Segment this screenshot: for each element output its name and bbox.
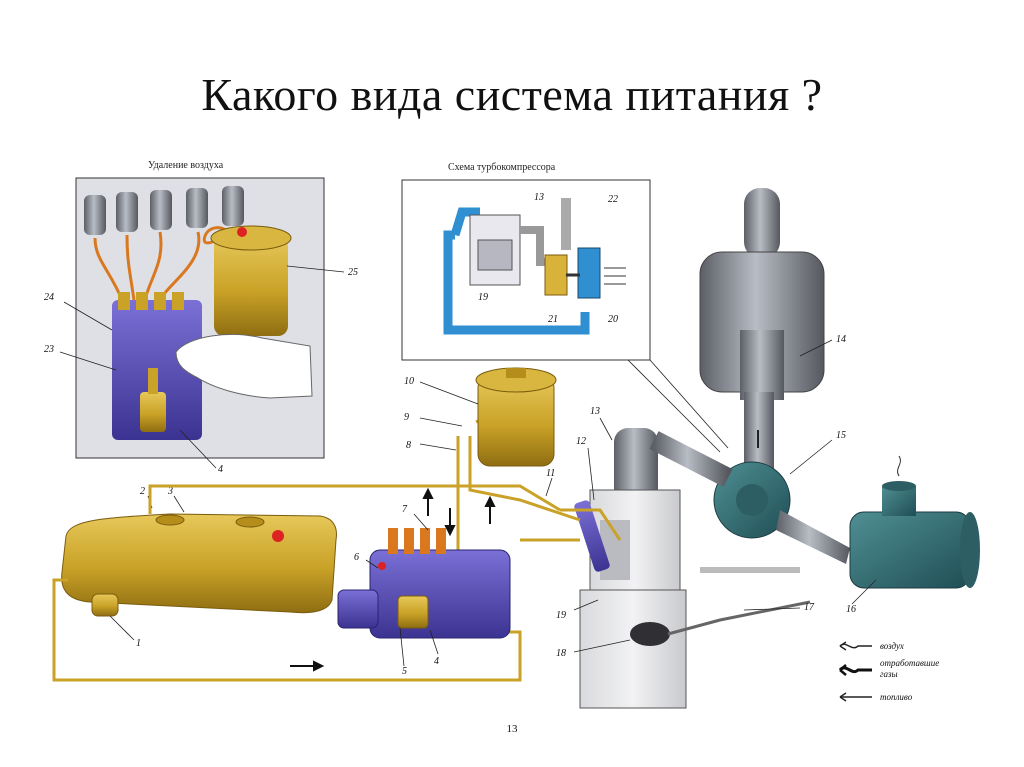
engine-block: 13 12 19 18 17 xyxy=(556,406,815,709)
compressor-wheel xyxy=(577,247,601,299)
label-5: 5 xyxy=(402,666,407,677)
label-4: 4 xyxy=(434,656,439,667)
slide-title: Какого вида система питания ? xyxy=(201,69,823,120)
label-18: 18 xyxy=(556,648,566,659)
legend-fuel: топливо xyxy=(880,692,913,702)
label-2: 2 xyxy=(140,486,145,497)
label-17: 17 xyxy=(804,602,815,613)
legend-air: воздух xyxy=(880,641,904,651)
label-7: 7 xyxy=(402,504,408,515)
label-3: 3 xyxy=(167,486,173,497)
label-24: 24 xyxy=(44,292,54,303)
label-1: 1 xyxy=(136,638,141,649)
legend-exhaust-line2: газы xyxy=(880,669,898,679)
label-10: 10 xyxy=(404,376,414,387)
label-13: 13 xyxy=(590,406,600,417)
legend-exhaust-symbol xyxy=(838,666,872,674)
turbo-label-19: 19 xyxy=(478,292,488,303)
fuel-lines xyxy=(52,408,622,682)
fuel-tank: 1 2 3 xyxy=(61,486,337,649)
turbo-label-22: 22 xyxy=(608,194,618,205)
air-cleaner: 14 xyxy=(699,188,846,472)
label-8: 8 xyxy=(406,440,411,451)
label-15: 15 xyxy=(836,430,846,441)
piston xyxy=(477,239,513,271)
label-16: 16 xyxy=(846,604,856,615)
label-25: 25 xyxy=(348,267,358,278)
exhaust-silencer: 16 xyxy=(846,455,980,615)
label-6: 6 xyxy=(354,552,359,563)
turbo-label-13: 13 xyxy=(534,192,544,203)
mechanic-hand xyxy=(175,333,313,399)
turbocharger: 15 xyxy=(713,430,850,564)
flow-legend: воздух отработавшие газы топливо xyxy=(838,641,939,702)
label-11: 11 xyxy=(546,468,555,479)
turbo-label-21: 21 xyxy=(548,314,558,325)
injection-pump: 7 6 5 4 xyxy=(337,504,511,677)
label-12: 12 xyxy=(576,436,586,447)
label-19: 19 xyxy=(556,610,566,621)
inset-fine-filter xyxy=(214,236,288,336)
turbo-scheme-inset: Схема турбокомпрессора 13 22 19 21 20 xyxy=(401,162,651,361)
air-removal-inset: Удаление воздуха xyxy=(44,160,358,475)
turbo-label-20: 20 xyxy=(608,314,618,325)
legend-exhaust-line1: отработавшие xyxy=(880,658,939,668)
turbo-scheme-caption: Схема турбокомпрессора xyxy=(448,162,556,173)
turbine-wheel xyxy=(544,254,568,296)
legend-air-symbol xyxy=(839,643,872,649)
label-14: 14 xyxy=(836,334,846,345)
injector-row xyxy=(84,186,244,235)
page-number: 13 xyxy=(507,723,519,735)
flow-arrows xyxy=(290,487,496,672)
label-4-inset: 4 xyxy=(218,464,223,475)
label-9: 9 xyxy=(404,412,409,423)
label-23: 23 xyxy=(44,344,54,355)
air-removal-caption: Удаление воздуха xyxy=(148,160,224,171)
intake-loop xyxy=(443,230,590,335)
fine-fuel-filter: 10 9 8 11 xyxy=(404,367,557,497)
